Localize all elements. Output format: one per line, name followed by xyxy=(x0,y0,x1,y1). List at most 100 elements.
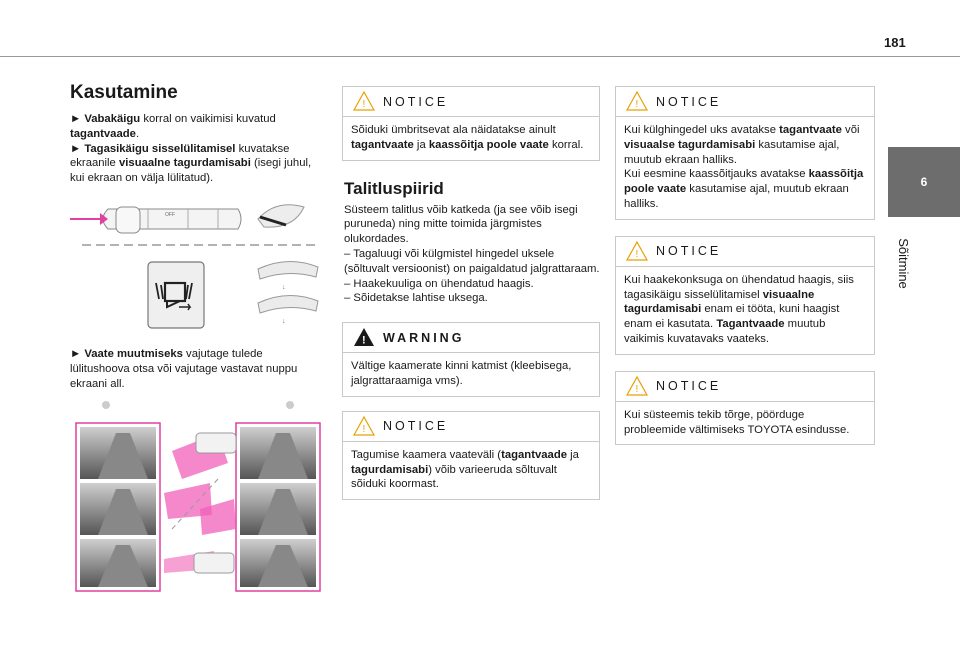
notice-text: Sõiduki ümbritsevat ala näidatakse ainul… xyxy=(343,117,599,160)
chapter-tab[interactable]: 6 xyxy=(888,147,960,217)
caution-triangle-icon: ! xyxy=(353,415,375,436)
svg-text:!: ! xyxy=(636,249,642,260)
chapter-label-wrap: Sõitmine xyxy=(888,218,918,308)
bold-text-run: tagurdamisabi xyxy=(351,463,429,476)
warning-text: Vältige kaamerate kinni katmist (kleebis… xyxy=(343,353,599,396)
text-run: ► xyxy=(70,113,85,125)
text-run: ► xyxy=(70,142,85,155)
notice-header: ! NOTICE xyxy=(616,237,874,267)
bold-text-run: Vabakäigu xyxy=(84,113,141,125)
text-run: ) võib varieeruda sõltuvalt sõiduki koor… xyxy=(351,463,557,491)
svg-text:!: ! xyxy=(636,384,642,395)
press-arrow-icon xyxy=(70,213,108,225)
text-run: kasutamise ajal, muutub ekraan halliks. … xyxy=(624,138,840,181)
svg-text:!: ! xyxy=(636,99,642,110)
caution-triangle-icon: ! xyxy=(626,240,648,261)
stalk-and-button-illustration: OFF ↓ ↓ xyxy=(70,204,320,329)
bold-text-run: tagantvaate xyxy=(779,124,842,136)
chapter-number: 6 xyxy=(920,175,928,189)
notice-title: NOTICE xyxy=(383,419,449,434)
svg-text:OFF: OFF xyxy=(165,212,175,218)
steering-wheel-icon xyxy=(257,204,305,228)
text-run: Sõiduki ümbritsevat ala näidatakse ainul… xyxy=(351,124,556,136)
bold-text-run: tagantvaade xyxy=(70,127,136,140)
camera-button-icon xyxy=(147,261,205,329)
text-run: Vältige kaamerate kinni katmist (kleebis… xyxy=(351,360,572,387)
change-view-text: ► Vaate muutmiseks vajutage tulede lülit… xyxy=(70,347,320,391)
text-run: Süsteem talitlus võib katkeda (ja see võ… xyxy=(344,203,600,305)
bold-text-run: Tagasikäigu sisselülitamisel xyxy=(84,142,236,155)
text-run: ja xyxy=(567,448,579,461)
warning-title: WARNING xyxy=(383,330,465,345)
bold-text-run: Vaate muutmiseks xyxy=(84,348,183,360)
text-run: enam ei tööta, kuni haagist enam ei kasu… xyxy=(624,303,840,331)
svg-text:↓: ↓ xyxy=(282,318,286,325)
column-notices: ! NOTICE Kui külghingedel uks avatakse t… xyxy=(615,86,875,446)
bold-text-run: visuaalne tagurdamisabi xyxy=(118,157,251,170)
text-run: kasutamise ajal, muutub ekraan halliks. xyxy=(624,183,849,210)
notice-text: Kui süsteemis tekib tõrge, pöörduge prob… xyxy=(616,402,874,445)
warning-triangle-icon: ! xyxy=(354,328,374,347)
text-run: ► xyxy=(70,348,85,360)
text-run: korral on vaikimisi kuvatud xyxy=(140,113,276,125)
notice-title: NOTICE xyxy=(656,379,722,394)
text-run: . xyxy=(135,127,140,140)
view-dot-right xyxy=(286,401,294,409)
vehicle-view-diagram xyxy=(164,432,237,574)
text-run: vajutage tulede lülitushoova otsa või va… xyxy=(70,348,298,390)
notice-header: ! NOTICE xyxy=(343,412,599,442)
notice-box-2: ! NOTICE Tagumise kaamera vaateväli (tag… xyxy=(342,410,600,501)
lighting-stalk-icon: OFF xyxy=(102,206,242,234)
text-run: Kui haakekonksuga on ühendatud haagis, s… xyxy=(624,273,854,301)
caution-triangle-icon: ! xyxy=(626,91,648,111)
text-run: kuvatakse ekraanile xyxy=(70,142,290,170)
svg-text:!: ! xyxy=(363,424,369,435)
text-run: või xyxy=(841,124,860,136)
svg-text:↓: ↓ xyxy=(282,284,286,291)
column-limits: ! NOTICE Sõiduki ümbritsevat ala näidata… xyxy=(342,86,600,501)
notice-title: NOTICE xyxy=(656,244,722,259)
notice-header: ! NOTICE xyxy=(616,87,874,117)
notice-header: ! NOTICE xyxy=(343,87,599,117)
chapter-label: Sõitmine xyxy=(895,237,911,289)
notice-header: ! NOTICE xyxy=(616,372,874,402)
text-run: (isegi juhul, kui ekraan on välja lülita… xyxy=(70,157,312,185)
text-run: korral. xyxy=(548,138,584,151)
svg-text:!: ! xyxy=(362,335,369,347)
bold-text-run: visuaalne tagurdamisabi xyxy=(624,288,815,316)
text-run: ja xyxy=(413,138,429,151)
usage-paragraph: ► Vabakäigu korral on vaikimisi kuvatud … xyxy=(70,112,318,186)
notice-box-1: ! NOTICE Sõiduki ümbritsevat ala näidata… xyxy=(342,86,600,161)
notice-text: Tagumise kaamera vaateväli (tagantvaade … xyxy=(343,442,599,499)
view-dot-left xyxy=(102,401,110,409)
bold-text-run: kaassõitja poole vaate xyxy=(428,138,549,151)
bold-text-run: kaassõitja poole vaate xyxy=(624,168,864,196)
column-usage: Kasutamine ► Vabakäigu korral on vaikimi… xyxy=(70,82,318,186)
warning-header: ! WARNING xyxy=(343,323,599,354)
left-screens-group xyxy=(75,422,161,592)
notice-text: Kui külghingedel uks avatakse tagantvaat… xyxy=(616,117,874,219)
camera-views-illustration xyxy=(75,401,321,592)
text-run: muutub vaikimis kuvatavaks vaateks. xyxy=(624,318,826,345)
bold-text-run: Tagantvaade xyxy=(716,318,785,331)
bold-text-run: tagantvaade xyxy=(501,448,568,461)
notice-title: NOTICE xyxy=(656,94,722,109)
bold-text-run: visuaalse tagurdamisabi xyxy=(624,138,756,151)
notice-box-5: ! NOTICE Kui süsteemis tekib tõrge, pöör… xyxy=(615,370,875,446)
notice-text: Kui haakekonksuga on ühendatud haagis, s… xyxy=(616,267,874,354)
warning-box: ! WARNING Vältige kaamerate kinni katmis… xyxy=(342,322,600,397)
notice-box-3: ! NOTICE Kui külghingedel uks avatakse t… xyxy=(615,86,875,220)
notice-title: NOTICE xyxy=(383,94,449,109)
right-screens-group xyxy=(235,422,321,592)
bold-text-run: tagantvaate xyxy=(351,138,414,151)
svg-text:!: ! xyxy=(363,99,369,110)
caution-triangle-icon: ! xyxy=(626,375,648,396)
limits-heading: Talitluspiirid xyxy=(344,178,444,198)
text-run: Kui külghingedel uks avatakse xyxy=(624,124,780,136)
section-title: Kasutamine xyxy=(70,82,178,103)
notice-box-4: ! NOTICE Kui haakekonksuga on ühendatud … xyxy=(615,235,875,355)
limits-text: Süsteem talitlus võib katkeda (ja see võ… xyxy=(344,203,600,307)
caution-triangle-icon: ! xyxy=(353,91,375,111)
page-number: 181 xyxy=(884,35,906,50)
text-run: Kui süsteemis tekib tõrge, pöörduge prob… xyxy=(624,408,850,436)
